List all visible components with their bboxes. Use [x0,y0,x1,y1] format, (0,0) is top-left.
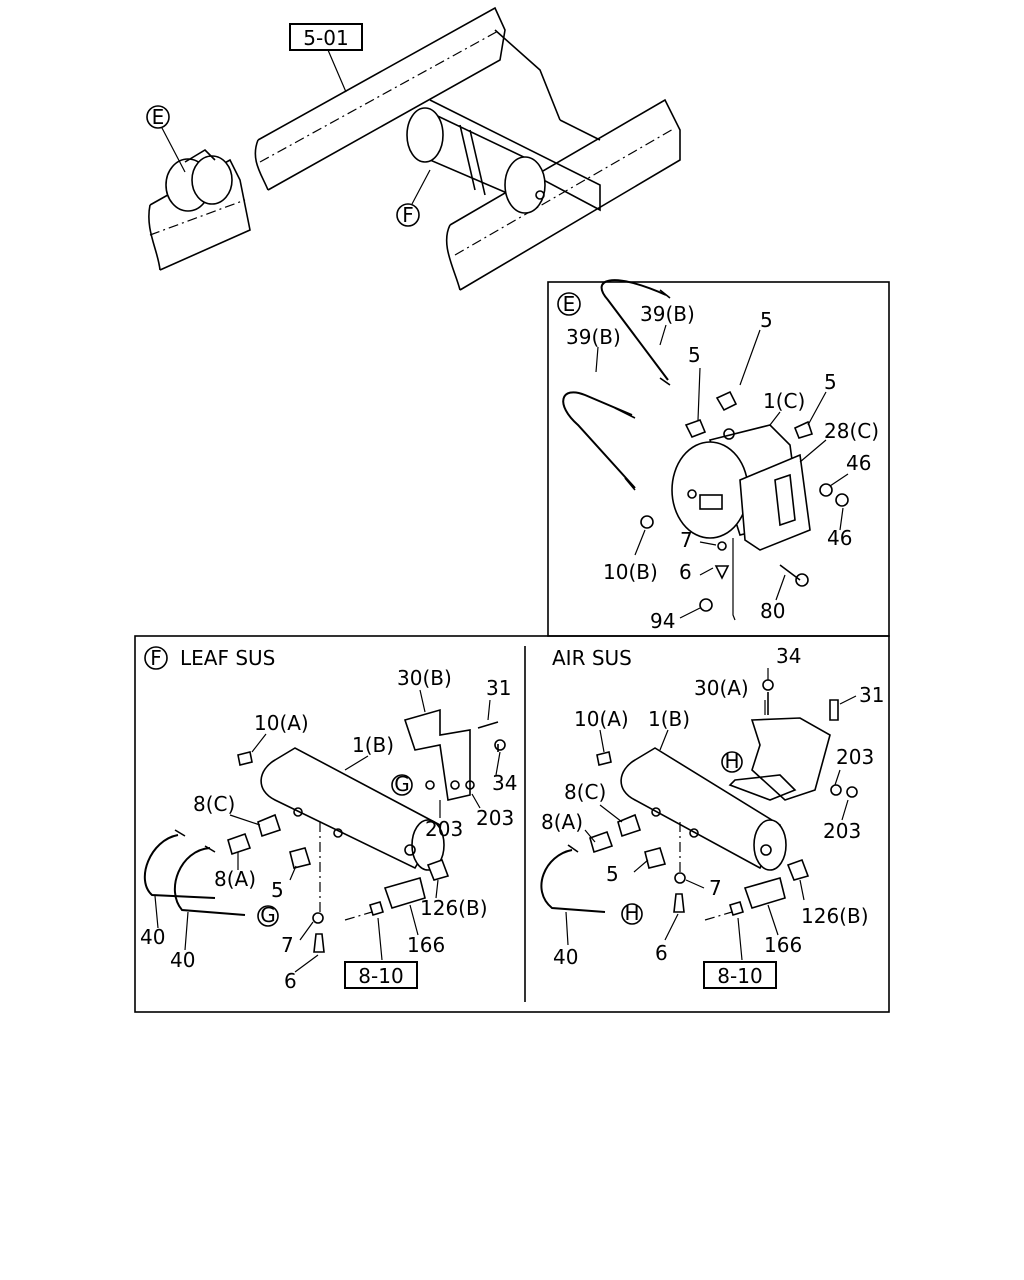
panel-f-border [134,635,890,1013]
e-label-hose-b: 39(B) [640,302,695,326]
e-label-elbow-b: 5 [688,343,701,367]
air-label-tank: 1(B) [648,707,690,731]
leaf-callout-g2: G [260,903,276,927]
leaf-label-elbow: 5 [271,878,284,902]
leaf-title: LEAF SUS [180,646,275,670]
callout-f: F [402,203,414,227]
air-label-washer-b: 203 [823,819,861,843]
air-ref-box [703,961,777,989]
leaf-label-switch: 166 [407,933,445,957]
air-label-washer-a: 203 [836,745,874,769]
leaf-label-bolt: 31 [486,676,511,700]
e-label-bracket: 28(C) [824,419,879,443]
leaf-label-washer-b: 203 [476,806,514,830]
leaf-label-hose-a: 40 [140,925,165,949]
panel-e: E 39(B) 39(B) 5 5 [547,279,890,637]
air-callout-h1: H [724,749,739,773]
leaf-label-washer-a: 203 [425,817,463,841]
air-callout-h2: H [624,901,639,925]
air-ref-box-label: 8-10 [717,964,762,988]
air-label-washer: 7 [709,876,722,900]
ref-box-5-01 [289,23,363,51]
leaf-label-plug: 10(A) [254,711,309,735]
leaf-sus-section: F LEAF SUS [140,646,517,993]
air-label-bracket: 30(A) [694,676,749,700]
e-label-elbow-a: 5 [760,308,773,332]
leaf-label-hose-b: 40 [170,948,195,972]
callout-e-circle [146,105,170,129]
air-label-fitting-a: 8(A) [541,810,583,834]
leaf-label-tank: 1(B) [352,733,394,757]
e-label-plug: 10(B) [603,560,658,584]
air-label-nut: 34 [776,644,801,668]
air-label-fitting-b: 126(B) [801,904,869,928]
leaf-label-fitting-c: 8(C) [193,792,235,816]
e-label-nut-b: 46 [827,526,852,550]
air-label-valve: 6 [655,941,668,965]
air-label-hose: 40 [553,945,578,969]
leaf-tag: F [150,646,162,670]
panel-e-tag: E [563,292,576,316]
leaf-ref-box-label: 8-10 [358,964,403,988]
air-title: AIR SUS [552,646,632,670]
callout-e: E [152,105,165,129]
e-label-hose-a: 39(B) [566,325,621,349]
leaf-label-bracket: 30(B) [397,666,452,690]
e-label-nut-a: 46 [846,451,871,475]
leaf-ref-box [344,961,418,989]
ref-box-5-01-label: 5-01 [303,26,348,50]
air-sus-section: AIR SUS [540,644,884,989]
e-label-tank: 1(C) [763,389,805,413]
chassis-overview: 5-01 E [146,6,681,291]
leaf-label-fitting-a: 8(A) [214,867,256,891]
leaf-label-washer: 7 [281,933,294,957]
air-label-plug: 10(A) [574,707,629,731]
leaf-label-valve: 6 [284,969,297,993]
leaf-callout-g1: G [394,772,410,796]
air-label-bolt: 31 [859,683,884,707]
leaf-label-fitting-b: 126(B) [420,896,488,920]
callout-f-circle [396,203,420,227]
e-label-washer: 7 [680,528,693,552]
air-tank-e [165,148,233,212]
air-tank-f [406,107,546,214]
air-label-switch: 166 [764,933,802,957]
e-label-nut-c: 94 [650,609,675,633]
air-label-elbow: 5 [606,862,619,886]
e-label-valve: 6 [679,560,692,584]
air-label-fitting-c: 8(C) [564,780,606,804]
panel-f: F LEAF SUS [134,635,890,1013]
e-label-bolt: 80 [760,599,785,623]
e-label-elbow-c: 5 [824,370,837,394]
